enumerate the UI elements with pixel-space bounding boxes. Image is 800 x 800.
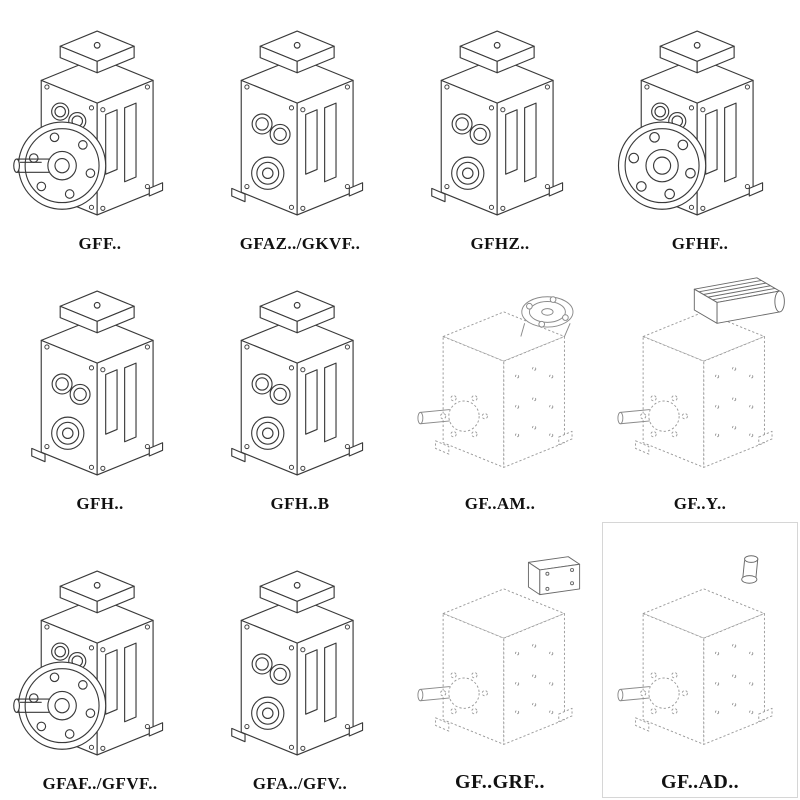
- gearbox-hollow-bore-drawing: [205, 14, 395, 232]
- product-label: GFHZ..: [470, 234, 530, 253]
- gearbox-flange-hollow-drawing: [605, 14, 795, 232]
- gearbox-input-shaft-drawing: [605, 551, 795, 769]
- product-cell: GFAF../GFVF..: [0, 520, 200, 800]
- product-cell: GF..GRF..: [400, 520, 600, 800]
- product-cell: GFA../GFV..: [200, 520, 400, 800]
- gearbox-flange-shaft-drawing: [5, 14, 195, 232]
- product-cell: GFF..: [0, 0, 200, 260]
- product-label: GF..AD..: [660, 771, 740, 793]
- product-label: GF..AM..: [464, 494, 536, 513]
- product-cell: GFH..B: [200, 260, 400, 520]
- gearbox-cover-plate-drawing: [405, 551, 595, 769]
- gearbox-motor-adapter-drawing: [405, 274, 595, 492]
- product-cell: GF..Y..: [600, 260, 800, 520]
- gearbox-hollow-bore-foot-drawing: [205, 274, 395, 492]
- product-cell: GFHZ..: [400, 0, 600, 260]
- product-label: GFF..: [78, 234, 122, 253]
- product-cell: GF..AD..: [600, 520, 800, 800]
- product-label: GFAZ../GKVF..: [239, 234, 361, 253]
- product-label: GF..Y..: [673, 494, 727, 513]
- gearbox-hollow-bore-drawing: [5, 274, 195, 492]
- product-label: GFH..: [76, 494, 124, 513]
- product-cell: GFH..: [0, 260, 200, 520]
- product-label: GFA../GFV..: [252, 774, 348, 793]
- product-cell: GF..AM..: [400, 260, 600, 520]
- product-cell: GFAZ../GKVF..: [200, 0, 400, 260]
- product-cell: GFHF..: [600, 0, 800, 260]
- product-label: GFHF..: [671, 234, 729, 253]
- product-label: GF..GRF..: [455, 771, 545, 793]
- gearbox-hollow-bore-drawing: [405, 14, 595, 232]
- product-label: GFAF../GFVF..: [42, 774, 158, 793]
- gearbox-flange-shaft-drawing: [5, 554, 195, 772]
- product-label: GFH..B: [270, 494, 330, 513]
- gearbox-hollow-bore-drawing: [205, 554, 395, 772]
- gearbox-with-motor-drawing: [605, 274, 795, 492]
